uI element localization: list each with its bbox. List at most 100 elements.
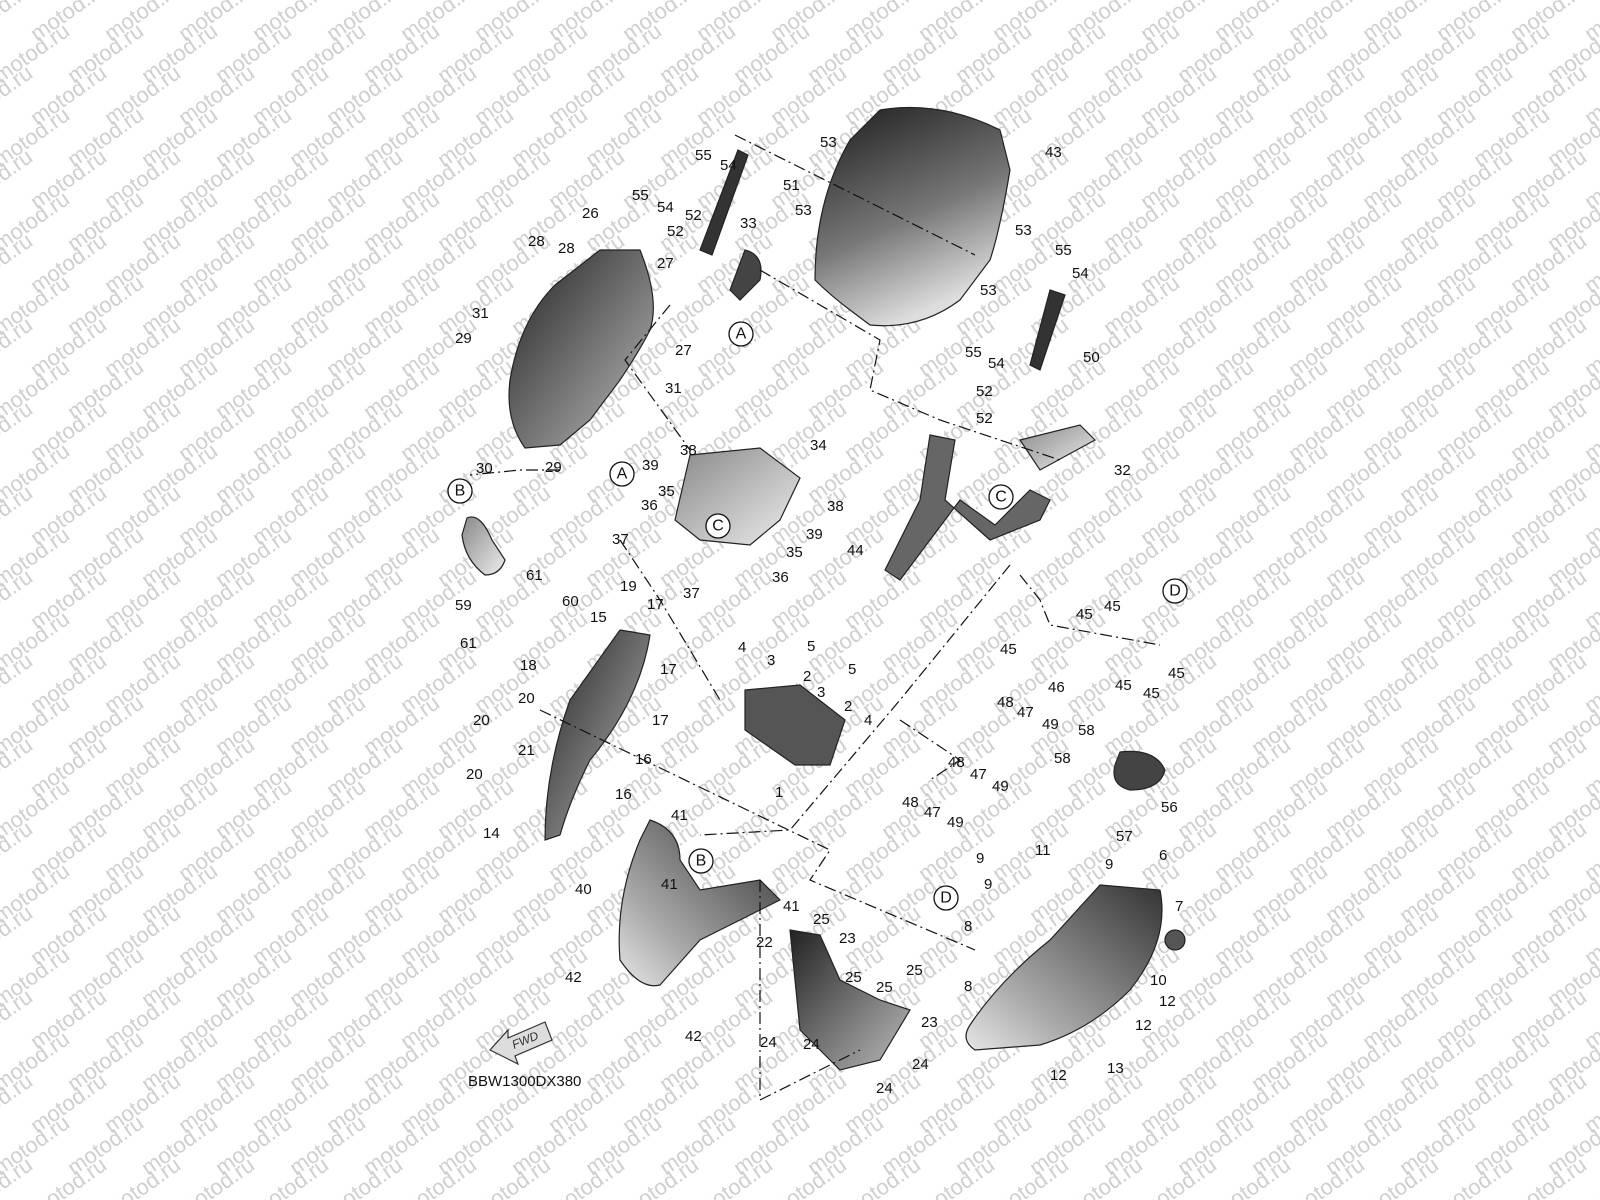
mirror-right bbox=[1113, 750, 1166, 791]
callout: 61 bbox=[460, 635, 477, 652]
callout: 29 bbox=[455, 330, 472, 347]
callout: 3 bbox=[817, 684, 825, 701]
callout: 27 bbox=[675, 342, 692, 359]
ref-marker-a: A bbox=[609, 461, 635, 487]
ref-marker-d: D bbox=[933, 885, 959, 911]
callout: 23 bbox=[839, 930, 856, 947]
callout: 42 bbox=[565, 969, 582, 986]
callout: 57 bbox=[1116, 828, 1133, 845]
callout: 25 bbox=[813, 911, 830, 928]
callout: 5 bbox=[848, 661, 856, 678]
ref-marker-b: B bbox=[688, 848, 714, 874]
deflector-left bbox=[699, 149, 749, 256]
callout: 27 bbox=[657, 255, 674, 272]
callout: 9 bbox=[1105, 856, 1113, 873]
callout: 31 bbox=[665, 380, 682, 397]
side-cowl-right bbox=[965, 884, 1163, 1051]
svg-text:D: D bbox=[1169, 583, 1181, 600]
callout: 13 bbox=[1107, 1060, 1124, 1077]
callout: 45 bbox=[1104, 598, 1121, 615]
callout: 24 bbox=[876, 1080, 893, 1097]
callout: 21 bbox=[518, 742, 535, 759]
callout: 54 bbox=[720, 157, 737, 174]
callout: 52 bbox=[976, 383, 993, 400]
callout: 49 bbox=[992, 778, 1009, 795]
fwd-arrow: FWD bbox=[489, 1021, 553, 1066]
svg-text:B: B bbox=[696, 853, 707, 870]
svg-text:C: C bbox=[995, 489, 1007, 506]
callout: 16 bbox=[615, 786, 632, 803]
callout: 40 bbox=[575, 881, 592, 898]
callout: 6 bbox=[1159, 847, 1167, 864]
ref-marker-b: B bbox=[447, 478, 473, 504]
callout: 17 bbox=[660, 661, 677, 678]
callout: 52 bbox=[685, 207, 702, 224]
stay-32 bbox=[1019, 424, 1096, 471]
callout: 53 bbox=[1015, 222, 1032, 239]
callout: 47 bbox=[970, 766, 987, 783]
callout: 38 bbox=[827, 498, 844, 515]
callout: 53 bbox=[795, 202, 812, 219]
callout: 8 bbox=[964, 918, 972, 935]
callout: 26 bbox=[582, 205, 599, 222]
callout: 12 bbox=[1159, 993, 1176, 1010]
callout: 29 bbox=[545, 459, 562, 476]
callout: 41 bbox=[661, 876, 678, 893]
callout: 10 bbox=[1150, 972, 1167, 989]
callout: 53 bbox=[980, 282, 997, 299]
drawing-code: BBW1300DX380 bbox=[468, 1073, 581, 1090]
svg-text:C: C bbox=[712, 518, 724, 535]
callout: 45 bbox=[1168, 665, 1185, 682]
callout: 44 bbox=[847, 542, 864, 559]
callout: 24 bbox=[760, 1034, 777, 1051]
callout: 47 bbox=[1017, 704, 1034, 721]
callout: 58 bbox=[1078, 722, 1095, 739]
callout: 15 bbox=[590, 609, 607, 626]
svg-text:A: A bbox=[617, 466, 628, 483]
callout: 49 bbox=[1042, 716, 1059, 733]
callout: 37 bbox=[612, 531, 629, 548]
svg-text:D: D bbox=[940, 890, 952, 907]
callout: 1 bbox=[775, 784, 783, 801]
callout: 5 bbox=[807, 638, 815, 655]
callout: 54 bbox=[988, 355, 1005, 372]
svg-text:A: A bbox=[736, 326, 747, 343]
assembly-lines bbox=[469, 134, 1161, 1101]
callout: 39 bbox=[806, 526, 823, 543]
callout: 45 bbox=[1143, 685, 1160, 702]
callout: 35 bbox=[786, 544, 803, 561]
callout: 28 bbox=[528, 233, 545, 250]
duct-assembly bbox=[744, 684, 846, 766]
callout: 55 bbox=[632, 187, 649, 204]
svg-text:B: B bbox=[455, 483, 466, 500]
callout: 54 bbox=[1072, 265, 1089, 282]
callout: 32 bbox=[1114, 462, 1131, 479]
callout: 45 bbox=[1000, 641, 1017, 658]
callout: 60 bbox=[562, 593, 579, 610]
callout: 33 bbox=[740, 215, 757, 232]
callout: 36 bbox=[772, 569, 789, 586]
inner-panel-left bbox=[544, 629, 651, 841]
stay-44 bbox=[884, 434, 1051, 581]
callout: 48 bbox=[997, 694, 1014, 711]
ref-marker-c: C bbox=[988, 484, 1014, 510]
callout: 45 bbox=[1115, 677, 1132, 694]
callout: 37 bbox=[683, 585, 700, 602]
callout: 4 bbox=[738, 639, 746, 656]
callout: 34 bbox=[810, 437, 827, 454]
callout: 39 bbox=[642, 457, 659, 474]
callout: 61 bbox=[526, 567, 543, 584]
callout: 2 bbox=[803, 668, 811, 685]
callout: 11 bbox=[1035, 842, 1051, 859]
callout: 38 bbox=[680, 442, 697, 459]
callout: 18 bbox=[520, 657, 537, 674]
callout: 20 bbox=[518, 690, 535, 707]
callout: 25 bbox=[906, 962, 923, 979]
emblem bbox=[1164, 929, 1186, 951]
callout: 19 bbox=[620, 578, 637, 595]
callout: 55 bbox=[695, 147, 712, 164]
callout: 48 bbox=[902, 794, 919, 811]
ref-marker-d: D bbox=[1162, 578, 1188, 604]
ref-marker-c: C bbox=[705, 513, 731, 539]
callout: 24 bbox=[803, 1036, 820, 1053]
